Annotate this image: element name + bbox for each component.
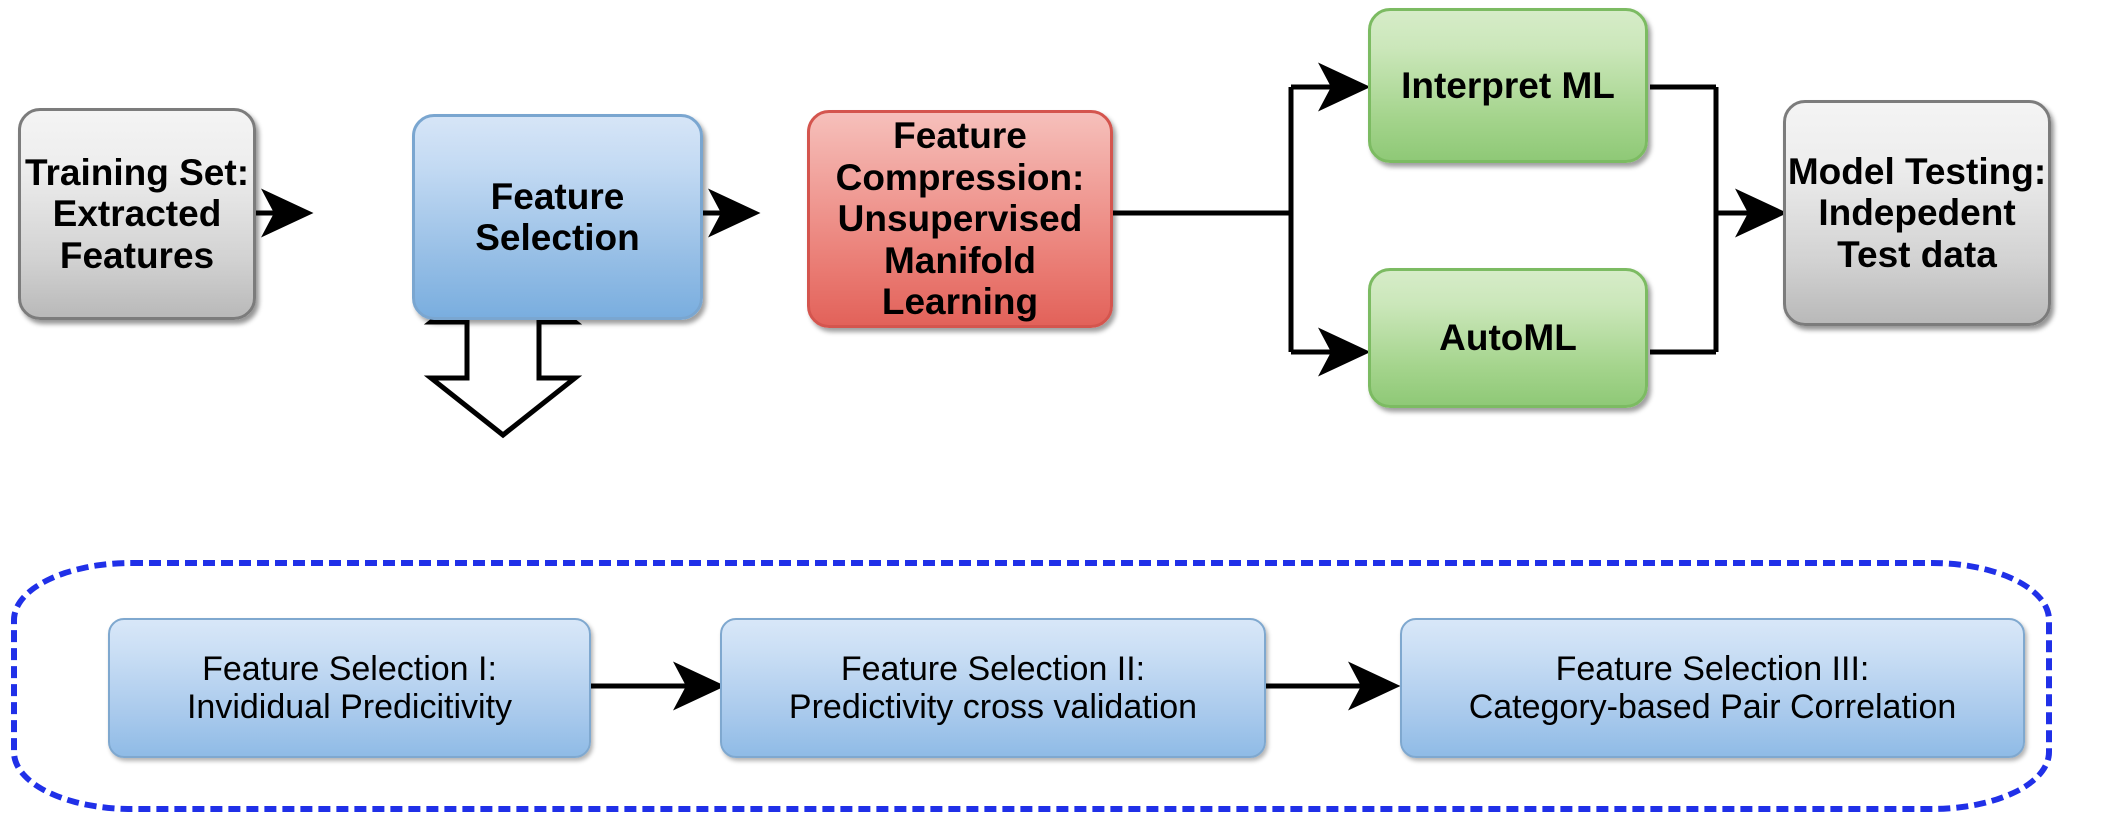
node-feature-selection[interactable]: Feature Selection: [412, 114, 703, 320]
node-feature-selection-iii[interactable]: Feature Selection III: Category-based Pa…: [1400, 618, 2025, 758]
node-training-set[interactable]: Training Set: Extracted Features: [18, 108, 256, 320]
connector-merge-bus: [1650, 84, 1719, 355]
node-feature-compression[interactable]: Feature Compression: Unsupervised Manifo…: [807, 110, 1113, 328]
node-feature-selection-ii[interactable]: Feature Selection II: Predictivity cross…: [720, 618, 1266, 758]
node-feature-selection-i[interactable]: Feature Selection I: Invididual Predicit…: [108, 618, 591, 758]
node-interpret-ml[interactable]: Interpret ML: [1368, 8, 1648, 163]
feature-selection-detail-region: [11, 560, 2052, 812]
node-automl[interactable]: AutoML: [1368, 268, 1648, 408]
node-model-testing[interactable]: Model Testing: Indepedent Test data: [1783, 100, 2051, 326]
